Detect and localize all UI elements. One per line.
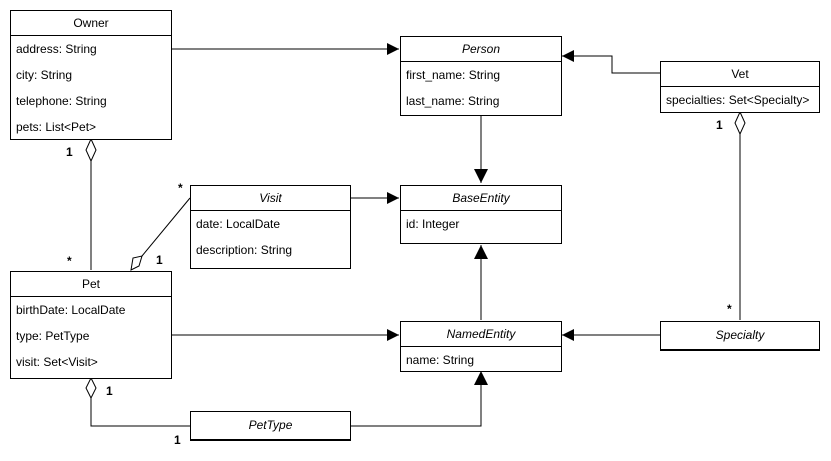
vet-class-name: Vet bbox=[661, 62, 819, 87]
pettype-class-name: PetType bbox=[248, 418, 293, 432]
owner-class[interactable]: Owner address: String city: String telep… bbox=[10, 10, 172, 140]
person-class-name: Person bbox=[401, 37, 561, 62]
visit-class-name: Visit bbox=[191, 186, 350, 211]
visit-attr-date: date: LocalDate bbox=[196, 217, 281, 231]
pet-type-aggregation-diamond bbox=[85, 376, 97, 400]
pet-attr-type: type: PetType bbox=[16, 329, 90, 343]
baseentity-class[interactable]: BaseEntity id: Integer bbox=[400, 185, 562, 244]
pet-type-multiplicity-one: 1 bbox=[106, 384, 113, 398]
pettype-namedentity-line bbox=[351, 371, 488, 427]
owner-pets-multiplicity-one: 1 bbox=[66, 145, 73, 159]
specialty-attr-compartment bbox=[661, 349, 819, 350]
baseentity-attr-id: id: Integer bbox=[406, 217, 460, 231]
owner-attr-telephone: telephone: String bbox=[16, 94, 107, 108]
pet-class[interactable]: Pet birthDate: LocalDate type: PetType v… bbox=[10, 271, 172, 379]
owner-attr-pets: pets: List<Pet> bbox=[16, 120, 97, 134]
pet-visit-aggregation-diamond bbox=[130, 255, 143, 271]
baseentity-class-name: BaseEntity bbox=[401, 186, 561, 211]
visit-multiplicity-many: * bbox=[178, 181, 183, 195]
visit-class[interactable]: Visit date: LocalDate description: Strin… bbox=[190, 185, 351, 269]
pettype-multiplicity-one: 1 bbox=[174, 433, 181, 447]
vet-aggregation-diamond bbox=[734, 110, 746, 136]
specialty-class-name: Specialty bbox=[715, 328, 765, 342]
vet-person-line bbox=[562, 50, 660, 74]
vet-specialty-multiplicity-one: 1 bbox=[716, 118, 723, 132]
person-attr-first-name: first_name: String bbox=[406, 68, 501, 82]
person-class[interactable]: Person first_name: String last_name: Str… bbox=[400, 36, 562, 116]
namedentity-attr-name: name: String bbox=[406, 353, 475, 367]
pet-attr-birthdate: birthDate: LocalDate bbox=[16, 303, 126, 317]
pet-visit-line bbox=[141, 197, 191, 257]
pettype-attr-compartment bbox=[191, 439, 350, 440]
specialty-class[interactable]: Specialty bbox=[660, 321, 820, 351]
namedentity-class[interactable]: NamedEntity name: String bbox=[400, 321, 562, 372]
owner-attr-city: city: String bbox=[16, 68, 73, 82]
pettype-class[interactable]: PetType bbox=[190, 411, 351, 441]
visit-attr-description: description: String bbox=[196, 243, 293, 257]
pet-pettype-line bbox=[90, 398, 190, 427]
vet-class[interactable]: Vet specialties: Set<Specialty> bbox=[660, 61, 820, 113]
pet-visit-multiplicity-one: 1 bbox=[156, 253, 163, 267]
owner-pets-multiplicity-many: * bbox=[67, 254, 72, 268]
owner-class-name: Owner bbox=[11, 11, 171, 36]
pet-class-name: Pet bbox=[11, 272, 171, 297]
owner-aggregation-diamond bbox=[85, 137, 97, 163]
vet-attr-specialties: specialties: Set<Specialty> bbox=[666, 93, 810, 107]
namedentity-class-name: NamedEntity bbox=[401, 322, 561, 347]
person-attr-last-name: last_name: String bbox=[406, 94, 500, 108]
specialty-multiplicity-many: * bbox=[727, 302, 732, 316]
owner-attr-address: address: String bbox=[16, 42, 97, 56]
pet-attr-visit: visit: Set<Visit> bbox=[16, 355, 98, 369]
